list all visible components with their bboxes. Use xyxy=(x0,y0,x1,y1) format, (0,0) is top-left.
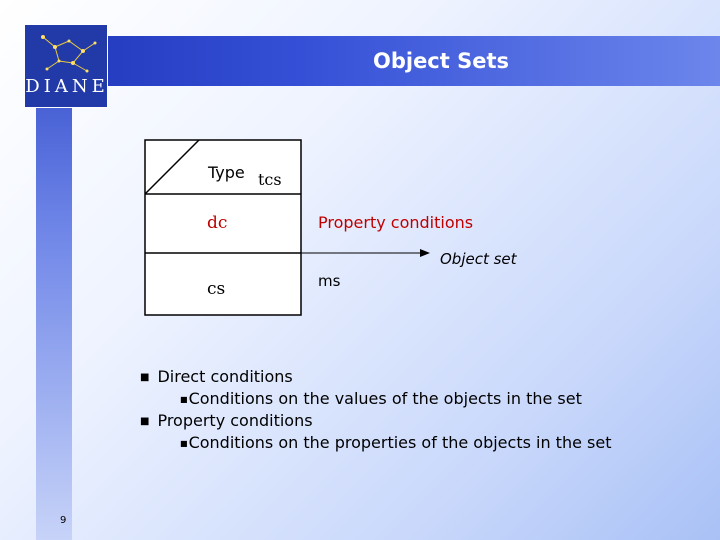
arrowhead-icon xyxy=(420,249,430,257)
constellation-icon xyxy=(41,35,97,73)
logo-text: DIANE xyxy=(25,76,109,97)
bullet-item: ■ Direct conditions xyxy=(140,366,611,388)
square-bullet-icon: ■ xyxy=(180,395,188,404)
square-bullet-icon: ■ xyxy=(180,439,188,448)
bullet-text: Property conditions xyxy=(157,411,313,430)
bullet-list: ■Direct conditions ■Conditions on the va… xyxy=(140,366,611,454)
square-bullet-icon: ■ xyxy=(140,416,150,427)
sub-bullet-text: Conditions on the values of the objects … xyxy=(188,389,582,408)
diagonal-line xyxy=(144,139,200,195)
cs-label: cs xyxy=(207,279,226,299)
bullet-item: ■ Property conditions xyxy=(140,410,611,432)
object-set-label: Object set xyxy=(440,250,517,268)
slide-title: Object Sets xyxy=(372,49,510,73)
dc-label: dc xyxy=(207,213,228,233)
square-bullet-icon: ■ xyxy=(140,372,150,383)
diane-logo: DIANE xyxy=(24,24,108,108)
property-conditions-label: Property conditions xyxy=(318,213,474,232)
type-label: Type xyxy=(208,163,245,182)
bullet-text: Direct conditions xyxy=(157,367,293,386)
sub-bullet-text: Conditions on the properties of the obje… xyxy=(188,433,612,452)
left-decor-band xyxy=(36,24,72,540)
sub-bullet-item: ■Conditions on the properties of the obj… xyxy=(140,432,611,454)
tcs-label: tcs xyxy=(258,170,282,189)
title-bar xyxy=(24,36,720,86)
page-number: 9 xyxy=(60,515,67,526)
ms-label: ms xyxy=(318,272,341,290)
diagram-box xyxy=(144,139,302,316)
sub-bullet-item: ■Conditions on the values of the objects… xyxy=(140,388,611,410)
